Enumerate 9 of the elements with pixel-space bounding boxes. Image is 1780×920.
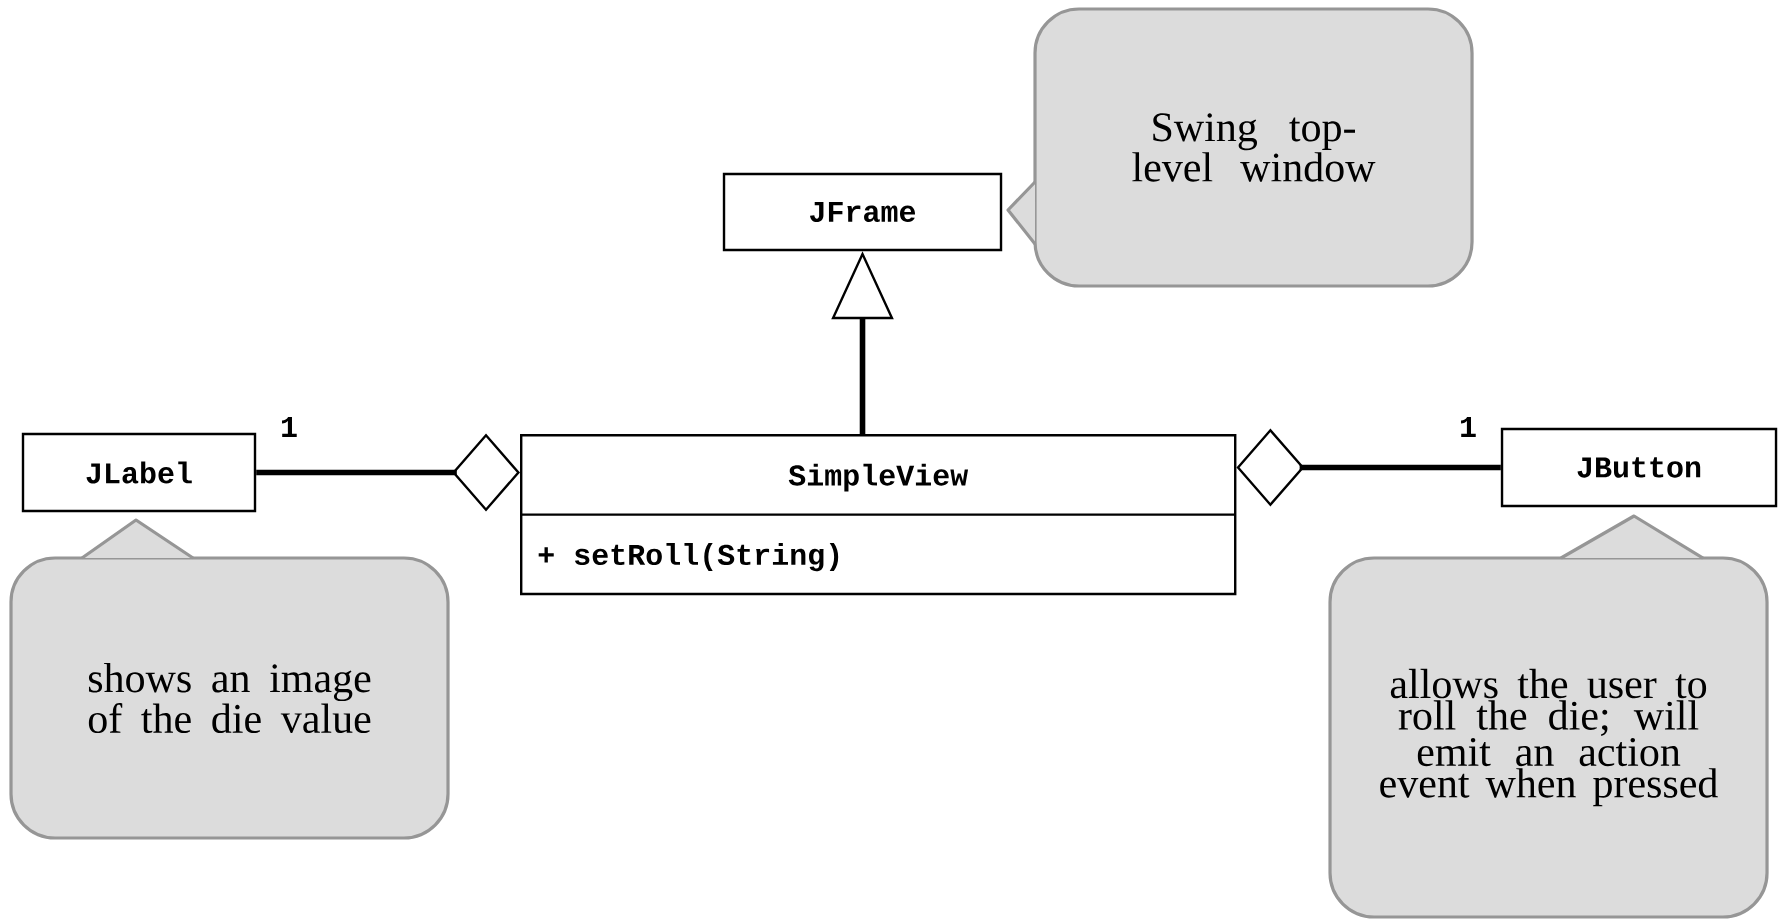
callout-bubble: allows the user to roll the die; will emit an action event when pressed	[1328, 514, 1769, 919]
callout-bubble: Swing top-level window	[1006, 7, 1474, 288]
class-box: SimpleView + setRoll(String)	[520, 434, 1237, 596]
class-box: JButton	[1500, 427, 1778, 508]
callout-bubble: shows an image of the die value	[9, 518, 450, 840]
class-box: JLabel	[21, 432, 257, 513]
class-box: JFrame	[722, 172, 1003, 252]
multiplicity-label: 1	[1461, 417, 1476, 437]
multiplicity-label: 1	[282, 417, 297, 437]
